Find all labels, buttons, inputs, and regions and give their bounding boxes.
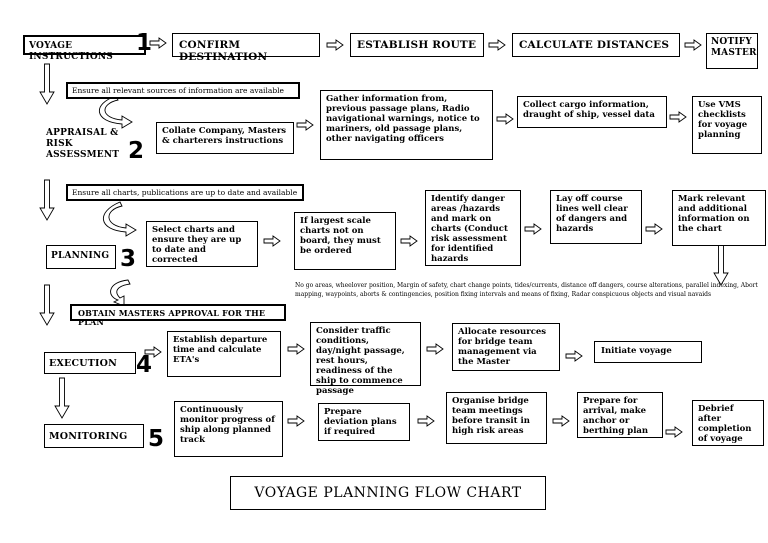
- step-label: Consider traffic conditions, day/night p…: [316, 326, 405, 397]
- step-label: CALCULATE DISTANCES: [519, 39, 670, 51]
- arrow-right-icon: [565, 350, 583, 362]
- stage-number: 3: [120, 246, 137, 272]
- step-consider-traffic: Consider traffic conditions, day/night p…: [310, 322, 421, 396]
- step-label: Collect cargo information, draught of sh…: [523, 100, 655, 121]
- arrow-right-icon: [496, 113, 514, 125]
- arrow-down-icon: [39, 284, 55, 326]
- step-label: Lay off course lines well clear of dange…: [556, 194, 628, 235]
- stage-number: 2: [128, 138, 145, 164]
- step-label: Use VMS checklists for voyage planning: [698, 100, 748, 141]
- stage-label: MONITORING: [49, 431, 128, 442]
- arrow-right-icon: [488, 39, 506, 51]
- arrow-right-icon: [149, 37, 167, 49]
- approval-label: OBTAIN MASTERS APPROVAL FOR THE PLAN: [78, 308, 266, 328]
- arrow-right-icon: [417, 415, 435, 427]
- stage-planning: PLANNING: [46, 245, 116, 269]
- step-debrief: Debrief after completion of voyage: [692, 400, 764, 446]
- stage-label: PLANNING: [51, 251, 110, 261]
- step-mark-information: Mark relevant and additional information…: [672, 190, 766, 246]
- arrow-down-icon: [713, 244, 729, 286]
- arrow-right-icon: [426, 343, 444, 355]
- step-label: Continuously monitor progress of ship al…: [180, 405, 275, 446]
- step-establish-route: ESTABLISH ROUTE: [350, 33, 484, 57]
- stage-label: VOYAGE INSTRUCTIONS: [29, 41, 113, 62]
- stage-number: 1: [136, 30, 153, 56]
- note-charts-available: Ensure all charts, publications are up t…: [66, 184, 304, 201]
- arrow-right-icon: [263, 235, 281, 247]
- step-label: Select charts and ensure they are up to …: [152, 225, 242, 266]
- step-calculate-distances: CALCULATE DISTANCES: [512, 33, 680, 57]
- chart-title: VOYAGE PLANNING FLOW CHART: [230, 476, 546, 510]
- note-text: Ensure all relevant sources of informati…: [72, 86, 284, 95]
- curved-arrow-icon: [102, 201, 137, 237]
- step-label: Prepare for arrival, make anchor or bert…: [583, 396, 649, 437]
- note-text: Ensure all charts, publications are up t…: [72, 188, 298, 197]
- step-establish-departure: Establish departure time and calculate E…: [167, 331, 281, 377]
- arrow-down-icon: [39, 179, 55, 221]
- step-deviation-plans: Prepare deviation plans if required: [318, 403, 410, 441]
- arrow-right-icon: [669, 111, 687, 123]
- arrow-right-icon: [665, 426, 683, 438]
- arrow-down-icon: [39, 63, 55, 105]
- arrow-right-icon: [296, 119, 314, 131]
- curved-arrow-icon: [110, 279, 131, 307]
- step-label: Organise bridge team meetings before tra…: [452, 396, 530, 437]
- stage-monitoring: MONITORING: [44, 424, 144, 448]
- step-vms-checklists: Use VMS checklists for voyage planning: [692, 96, 762, 154]
- step-label: ESTABLISH ROUTE: [357, 39, 477, 51]
- stage-number: 5: [148, 426, 165, 452]
- planning-details-text: No go areas, wheelover position, Margin …: [295, 282, 758, 298]
- step-label: CONFIRM DESTINATION: [179, 39, 268, 64]
- step-notify-master: NOTIFY MASTER: [706, 33, 758, 69]
- step-label: Identify danger areas /hazards and mark …: [431, 194, 508, 265]
- arrow-right-icon: [326, 39, 344, 51]
- approval-box: OBTAIN MASTERS APPROVAL FOR THE PLAN: [70, 304, 286, 327]
- step-collect-cargo-info: Collect cargo information, draught of sh…: [517, 96, 667, 128]
- stage-number: 4: [136, 352, 153, 378]
- step-gather-information: Gather information from, previous passag…: [320, 90, 493, 160]
- step-order-charts: If largest scale charts not on board, th…: [294, 212, 396, 270]
- step-label: Collate Company, Masters & charterers in…: [162, 126, 287, 147]
- step-label: Mark relevant and additional information…: [678, 194, 750, 235]
- step-allocate-resources: Allocate resources for bridge team manag…: [452, 323, 560, 371]
- step-label: Debrief after completion of voyage: [698, 404, 752, 445]
- arrow-right-icon: [552, 415, 570, 427]
- step-identify-dangers: Identify danger areas /hazards and mark …: [425, 190, 521, 266]
- step-label: Gather information from, previous passag…: [326, 94, 480, 145]
- arrow-down-icon: [54, 377, 70, 419]
- curved-arrow-icon: [98, 95, 133, 129]
- step-bridge-team-meetings: Organise bridge team meetings before tra…: [446, 392, 547, 444]
- step-select-charts: Select charts and ensure they are up to …: [146, 221, 258, 267]
- stage-appraisal: APPRAISAL & RISK ASSESSMENT: [46, 128, 120, 160]
- arrow-right-icon: [287, 415, 305, 427]
- step-lay-off-course: Lay off course lines well clear of dange…: [550, 190, 642, 244]
- step-confirm-destination: CONFIRM DESTINATION: [172, 33, 320, 63]
- stage-label: EXECUTION: [49, 358, 117, 369]
- step-prepare-arrival: Prepare for arrival, make anchor or bert…: [577, 392, 663, 438]
- step-label: NOTIFY MASTER: [711, 37, 757, 58]
- stage-voyage-instructions: VOYAGE INSTRUCTIONS: [23, 35, 146, 62]
- arrow-right-icon: [524, 223, 542, 235]
- step-monitor-progress: Continuously monitor progress of ship al…: [174, 401, 283, 457]
- arrow-right-icon: [400, 235, 418, 247]
- step-collate-instructions: Collate Company, Masters & charterers in…: [156, 122, 294, 154]
- note-sources-available: Ensure all relevant sources of informati…: [66, 82, 300, 99]
- stage-execution: EXECUTION: [44, 352, 136, 374]
- step-label: Establish departure time and calculate E…: [173, 335, 268, 366]
- step-label: Allocate resources for bridge team manag…: [458, 327, 547, 368]
- arrow-right-icon: [684, 39, 702, 51]
- step-initiate-voyage: Initiate voyage: [594, 341, 702, 363]
- arrow-right-icon: [287, 343, 305, 355]
- step-label: If largest scale charts not on board, th…: [300, 216, 381, 257]
- arrow-right-icon: [645, 223, 663, 235]
- step-label: Initiate voyage: [601, 346, 672, 356]
- step-label: Prepare deviation plans if required: [324, 407, 397, 438]
